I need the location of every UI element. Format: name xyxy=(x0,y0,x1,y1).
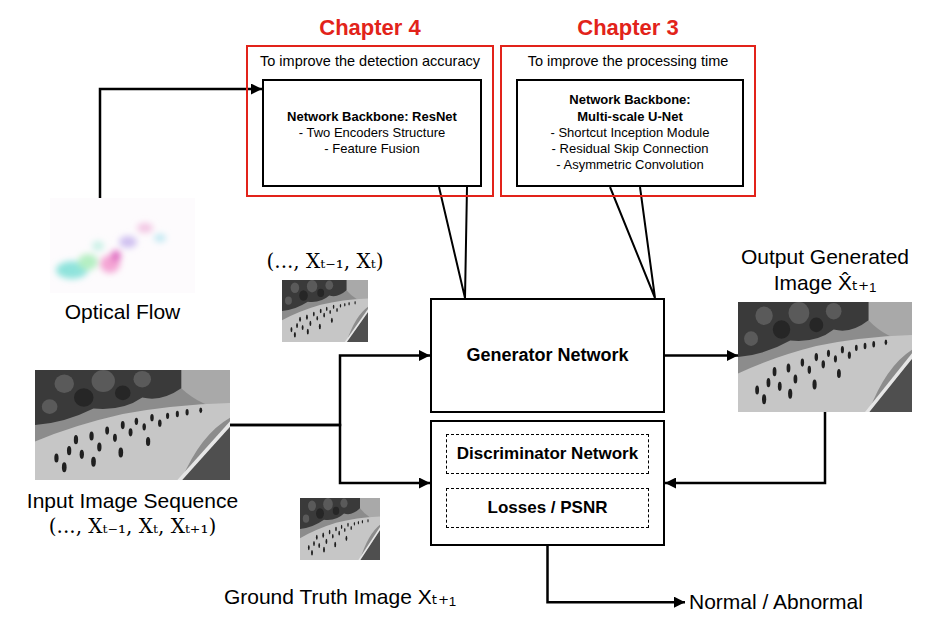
box-title: Losses / PSNR xyxy=(488,497,608,518)
callout-tail xyxy=(610,187,655,298)
input-image: Input Image Sequence(..., Xₜ₋₁, Xₜ, Xₜ₊₁… xyxy=(35,370,230,480)
box-title: Discriminator Network xyxy=(457,443,638,464)
caption-group: Ground Truth Image Xₜ₊₁ xyxy=(224,584,456,610)
image-caption: Output Generated Image X̂ₜ₊₁ xyxy=(735,244,915,297)
image-caption: Optical Flow xyxy=(65,299,181,325)
optical-flow-image: Optical Flow xyxy=(50,198,195,293)
chapter-label: Chapter 3 xyxy=(577,14,678,42)
math-label: (..., Xₜ₋₁, Xₜ, Xₜ₊₁) xyxy=(49,514,216,539)
caption-group: Chapter 3 xyxy=(577,14,678,42)
math-label: (..., Xₜ₋₁, Xₜ) xyxy=(266,249,383,274)
result-text: Normal / Abnormal xyxy=(689,589,863,615)
backbone-heading: Network Backbone: ResNet xyxy=(287,109,457,125)
caption-group: Input Image Sequence(..., Xₜ₋₁, Xₜ, Xₜ₊₁… xyxy=(27,488,238,539)
flow-ground xyxy=(50,198,195,293)
flow-arrow xyxy=(230,425,430,483)
flow-arrow xyxy=(548,546,686,602)
box-title: Generator Network xyxy=(466,344,628,367)
flow-arrow xyxy=(665,354,738,357)
image-caption: Ground Truth Image Xₜ₊₁ xyxy=(224,584,456,610)
flow-arrow xyxy=(665,412,825,483)
input-picture xyxy=(35,370,230,480)
generator-box: Generator Network xyxy=(430,298,665,413)
thumbnail-picture xyxy=(282,280,368,342)
ground-truth-image: Ground Truth Image Xₜ₊₁ xyxy=(300,498,380,560)
callout-box: Network Backbone: ResNet- Two Encoders S… xyxy=(262,79,482,187)
aim-text: To improve the processing time xyxy=(528,52,729,70)
caption-group: Chapter 4 xyxy=(319,14,420,42)
output-image: Output Generated Image X̂ₜ₊₁ xyxy=(738,302,912,412)
flow-arrow xyxy=(230,356,430,426)
bullet-item: - Asymmetric Convolution xyxy=(556,157,703,173)
image-caption: Input Image Sequence xyxy=(27,488,238,514)
bullet-item: - Shortcut Inception Module xyxy=(551,125,710,141)
optical-flow-picture xyxy=(50,198,195,293)
output-picture xyxy=(738,302,912,412)
discriminator-group: Discriminator NetworkLosses / PSNR xyxy=(430,420,665,546)
aim-text: To improve the detection accuracy xyxy=(260,52,480,70)
flow-blobs xyxy=(56,223,166,279)
result-label: Normal / Abnormal xyxy=(685,585,867,619)
chapter-label: Chapter 4 xyxy=(319,14,420,42)
loss-box: Losses / PSNR xyxy=(446,488,649,528)
caption-group: Optical Flow xyxy=(65,299,181,325)
bullet-item: - Residual Skip Connection xyxy=(552,141,709,157)
chapter-box: To improve the detection accuracyChapter… xyxy=(246,45,494,197)
bullet-item: - Feature Fusion xyxy=(324,141,419,157)
ground-truth-picture xyxy=(300,498,380,560)
caption-group: Output Generated Image X̂ₜ₊₁ xyxy=(735,244,915,297)
callout-tail xyxy=(439,187,467,298)
bullet-item: - Two Encoders Structure xyxy=(299,125,445,141)
discriminator-box: Discriminator Network xyxy=(446,434,649,474)
frame-thumbnail: (..., Xₜ₋₁, Xₜ) xyxy=(282,280,368,342)
callout-box: Network Backbone: Multi-scale U-Net- Sho… xyxy=(516,79,744,187)
backbone-heading: Network Backbone: Multi-scale U-Net xyxy=(560,92,700,125)
flow-arrow xyxy=(100,89,262,198)
chapter-box: To improve the processing timeChapter 3N… xyxy=(500,45,756,197)
caption-group: (..., Xₜ₋₁, Xₜ) xyxy=(266,249,383,274)
